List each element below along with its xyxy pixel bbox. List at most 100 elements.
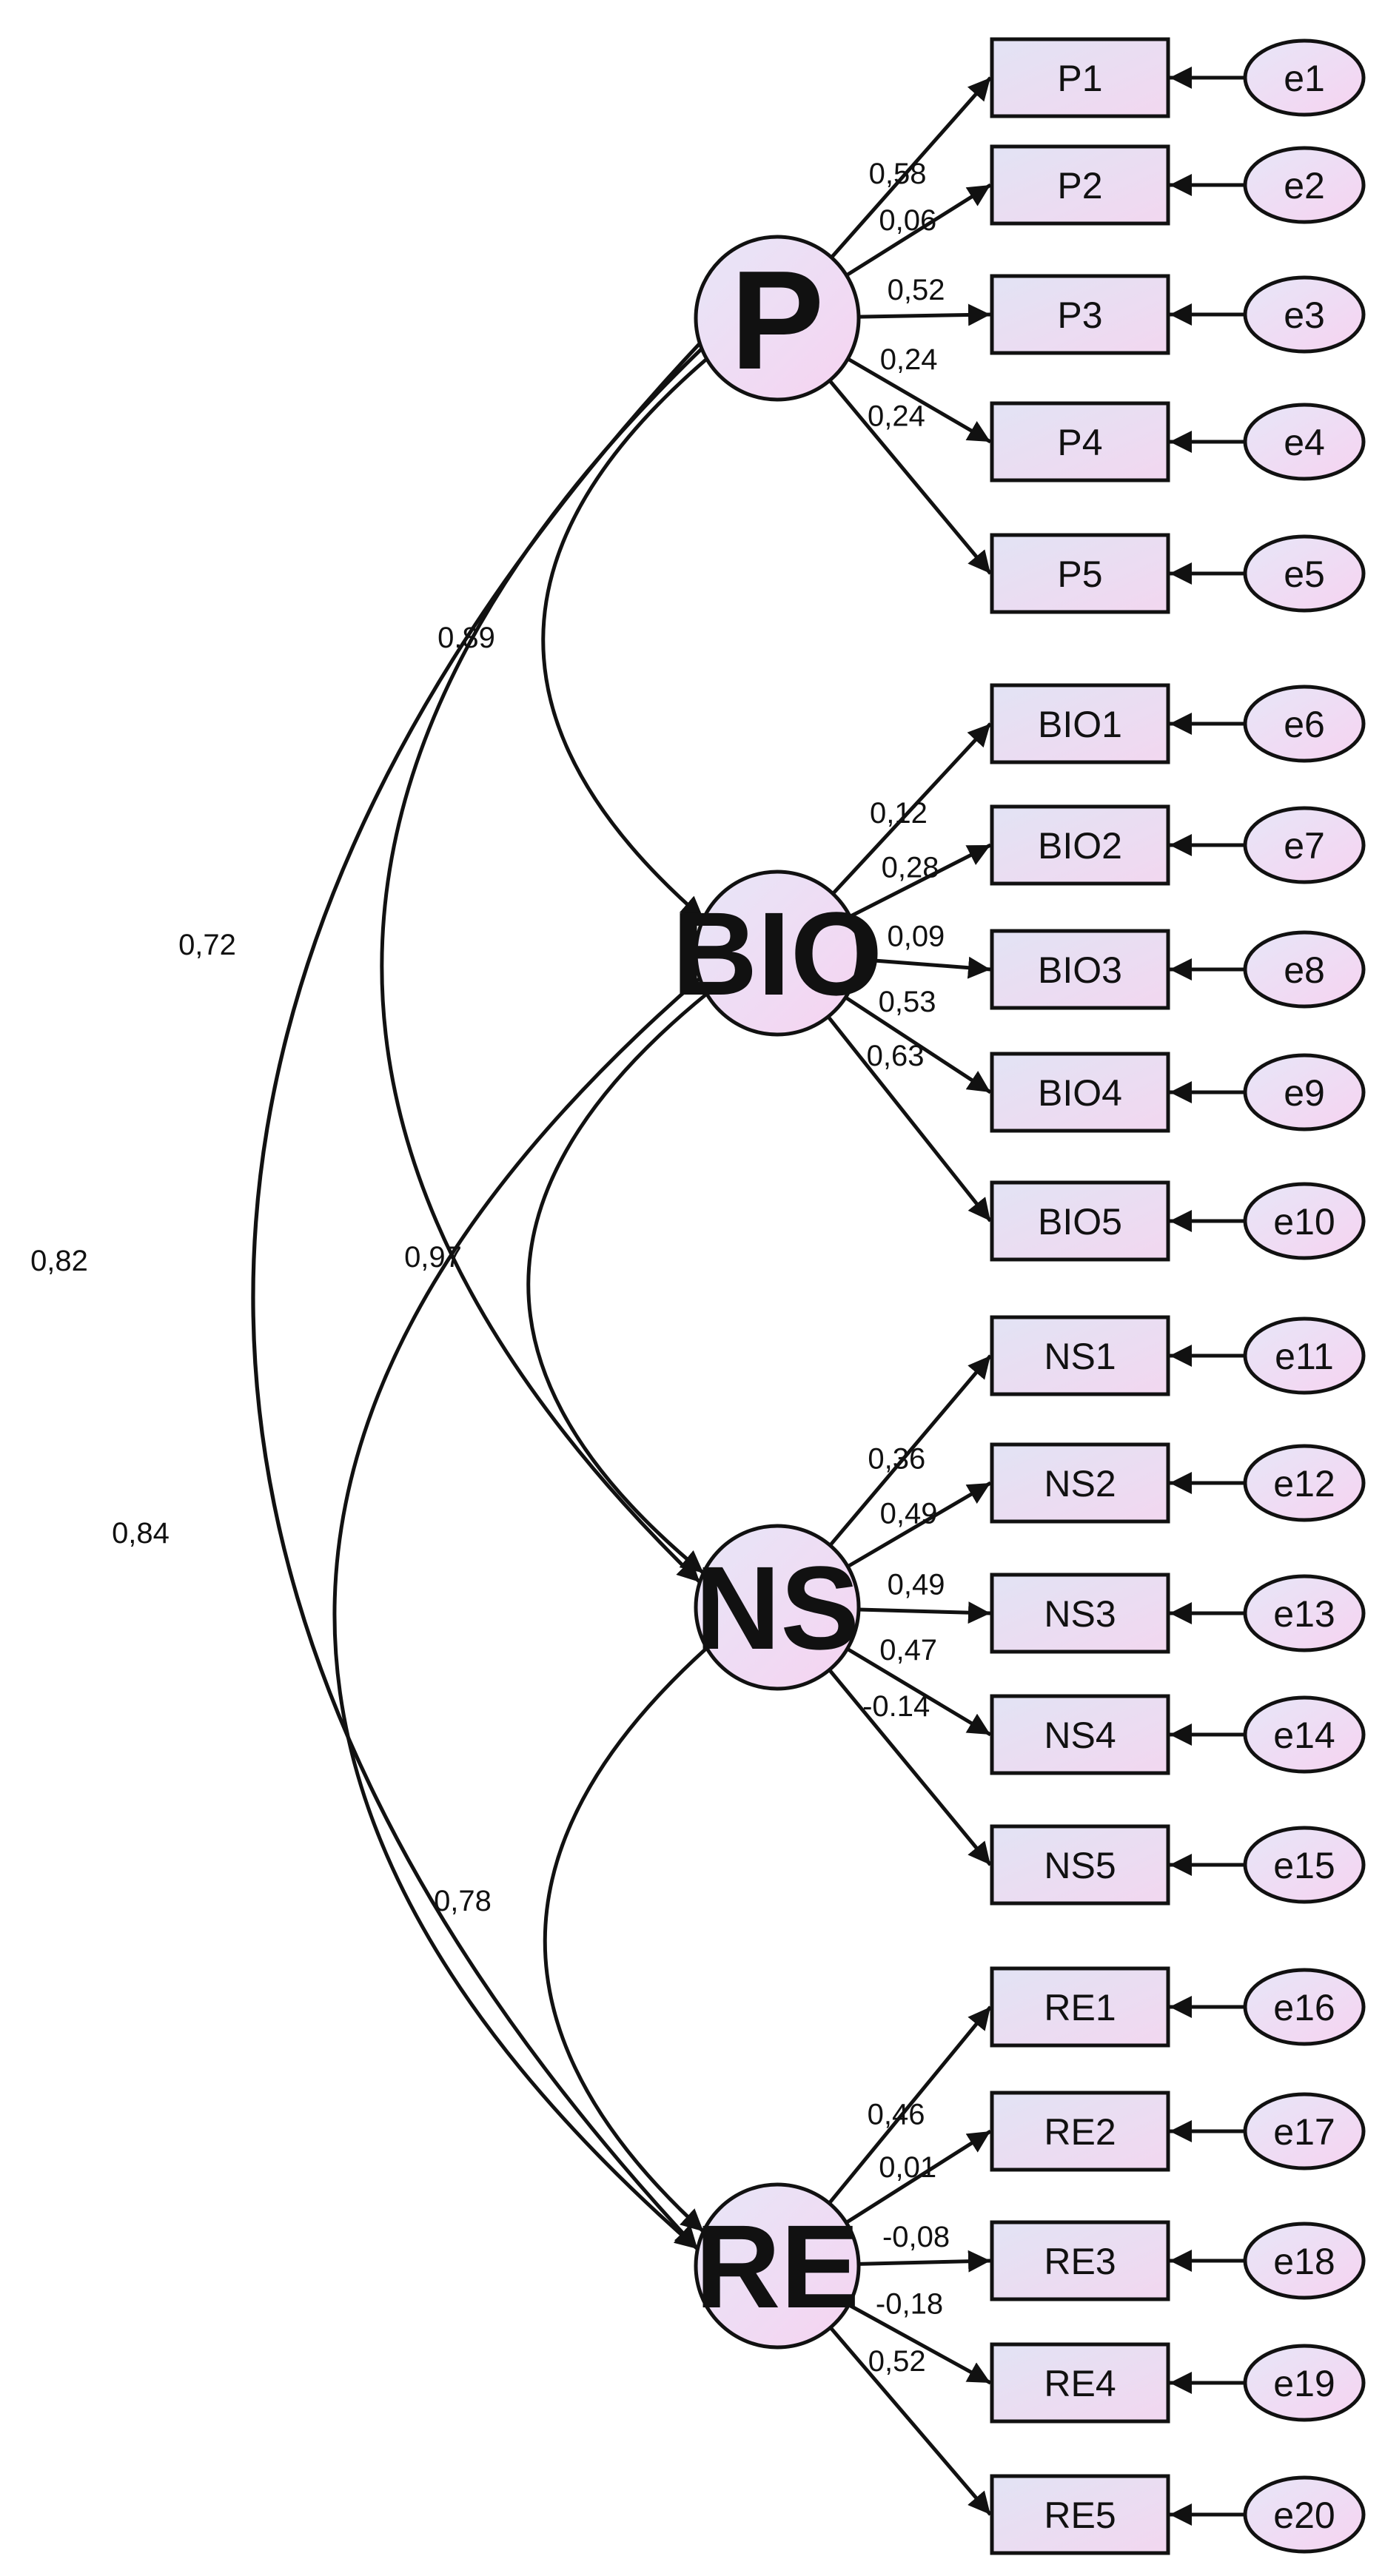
error-label-e10: e10 — [1273, 1201, 1335, 1242]
error-term-e6 — [1243, 685, 1366, 763]
error-label-e17: e17 — [1273, 2111, 1335, 2153]
error-label-e6: e6 — [1284, 704, 1325, 745]
loading-arrow-p2 — [845, 183, 992, 278]
error-term-e1 — [1243, 38, 1366, 117]
loading-layer: 0,580,060,520,240,240,120,280,090,530,63… — [826, 67, 1245, 2526]
loading-label-bio3: 0,09 — [887, 921, 945, 953]
indicator-label-p4: P4 — [1057, 422, 1102, 463]
latent-circle-p — [694, 235, 861, 402]
indicator-label-bio3: BIO3 — [1038, 949, 1122, 991]
error-label-e3: e3 — [1284, 295, 1325, 336]
correlation-arc-bio-re — [332, 955, 724, 2251]
indicator-box-p1 — [990, 37, 1170, 118]
loading-arrow-p1 — [830, 76, 992, 259]
loading-arrow-ns2 — [846, 1481, 992, 1569]
indicator-box-p4 — [990, 401, 1170, 482]
indicator-label-p1: P1 — [1057, 58, 1102, 99]
loading-arrow-ns5 — [828, 1668, 992, 1866]
latent-label-re: RE — [695, 2200, 859, 2333]
indicator-label-ns4: NS4 — [1044, 1715, 1116, 1756]
error-label-e13: e13 — [1273, 1593, 1335, 1635]
correlation-arc-p-bio — [541, 336, 731, 921]
indicator-box-bio3 — [990, 929, 1170, 1010]
error-label-e1: e1 — [1284, 58, 1325, 99]
error-term-e2 — [1243, 146, 1366, 224]
correlation-arc-p-ns — [380, 325, 726, 1584]
loading-label-ns5: -0.14 — [862, 1690, 930, 1723]
loading-arrow-ns1 — [828, 1354, 992, 1547]
loading-label-bio5: 0,63 — [867, 1040, 925, 1072]
correlation-label-p-re: 0,82 — [30, 1245, 88, 1277]
indicator-label-re4: RE4 — [1044, 2363, 1116, 2404]
error-term-e17 — [1243, 2092, 1366, 2170]
latent-label-bio: BIO — [672, 887, 882, 1020]
latent-circle-ns — [694, 1524, 861, 1691]
error-term-e7 — [1243, 806, 1366, 884]
loading-label-ns1: 0,36 — [868, 1442, 925, 1475]
loading-label-bio1: 0,12 — [870, 797, 928, 830]
indicator-label-re3: RE3 — [1044, 2241, 1116, 2282]
correlation-label-p-ns: 0,72 — [178, 929, 236, 961]
indicator-label-re5: RE5 — [1044, 2495, 1116, 2536]
indicator-label-ns2: NS2 — [1044, 1463, 1116, 1504]
loading-arrow-re3 — [858, 2250, 991, 2273]
loading-label-re5: 0,52 — [868, 2345, 926, 2378]
indicator-box-re4 — [990, 2342, 1170, 2424]
indicator-label-p2: P2 — [1057, 165, 1102, 206]
error-label-e15: e15 — [1273, 1845, 1335, 1886]
indicator-label-re1: RE1 — [1044, 1987, 1116, 2028]
correlation-arc-p-re — [251, 319, 723, 2250]
correlation-label-ns-re: 0,78 — [434, 1885, 492, 1917]
loading-arrow-ns3 — [858, 1601, 991, 1624]
latent-label-ns: NS — [695, 1541, 859, 1674]
indicator-label-p3: P3 — [1057, 295, 1102, 336]
indicator-box-re2 — [990, 2091, 1170, 2172]
loading-label-p3: 0,52 — [888, 274, 945, 306]
loading-arrow-bio2 — [849, 843, 992, 918]
error-term-e13 — [1243, 1574, 1366, 1652]
loading-label-re3: -0,08 — [882, 2221, 950, 2253]
error-label-e7: e7 — [1284, 825, 1325, 867]
error-label-e18: e18 — [1273, 2241, 1335, 2282]
error-term-e11 — [1243, 1316, 1366, 1395]
indicator-box-p3 — [990, 274, 1170, 355]
loading-arrow-p3 — [858, 303, 991, 326]
error-term-e20 — [1243, 2475, 1366, 2554]
indicator-box-ns1 — [990, 1315, 1170, 1396]
error-label-e4: e4 — [1284, 422, 1325, 463]
loading-arrow-p4 — [847, 357, 992, 444]
latent-circle-re — [694, 2182, 861, 2350]
error-term-e3 — [1243, 275, 1366, 354]
loading-arrow-bio5 — [826, 1015, 992, 1223]
indicator-box-ns2 — [990, 1442, 1170, 1524]
error-term-e5 — [1243, 534, 1366, 613]
indicator-label-bio1: BIO1 — [1038, 704, 1122, 745]
error-term-e4 — [1243, 403, 1366, 481]
indicator-box-ns5 — [990, 1824, 1170, 1906]
correlation-arc-ns-re — [543, 1624, 731, 2233]
error-term-e8 — [1243, 930, 1366, 1009]
loading-label-bio2: 0,28 — [882, 852, 939, 884]
error-label-e5: e5 — [1284, 554, 1325, 595]
error-term-e16 — [1243, 1968, 1366, 2046]
indicator-box-p2 — [990, 144, 1170, 226]
error-label-e14: e14 — [1273, 1715, 1335, 1756]
loading-arrow-bio1 — [831, 722, 992, 895]
loading-arrow-p5 — [828, 379, 992, 575]
error-term-e12 — [1243, 1444, 1366, 1522]
indicator-box-bio2 — [990, 804, 1170, 886]
correlation-arc-bio-ns — [526, 971, 731, 1575]
error-term-e9 — [1243, 1053, 1366, 1131]
latent-label-p: P — [731, 242, 825, 399]
indicator-box-p5 — [990, 533, 1170, 614]
error-label-e2: e2 — [1284, 165, 1325, 206]
indicator-box-ns4 — [990, 1694, 1170, 1775]
indicator-label-ns5: NS5 — [1044, 1845, 1116, 1886]
correlation-label-bio-re: 0,84 — [112, 1517, 170, 1550]
loading-arrow-bio4 — [844, 995, 992, 1094]
indicator-label-bio2: BIO2 — [1038, 825, 1122, 867]
indicator-box-re1 — [990, 1966, 1170, 2048]
loading-label-p1: 0,58 — [869, 158, 927, 190]
